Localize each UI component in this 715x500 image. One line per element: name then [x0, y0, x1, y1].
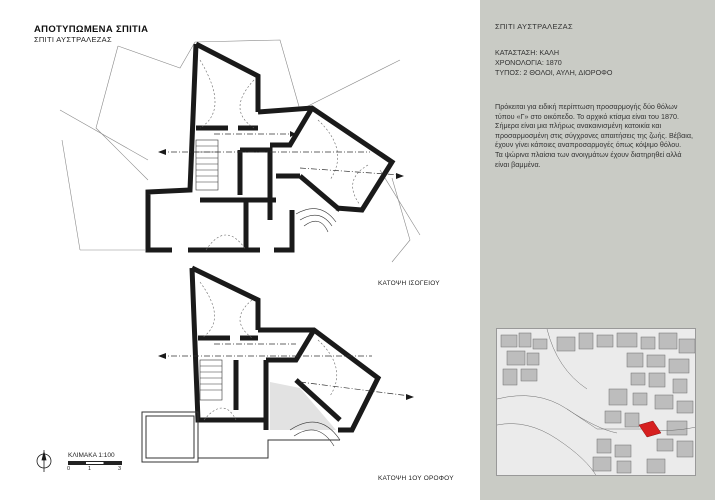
house-info: ΚΑΤΑΣΤΑΣΗ: ΚΑΛΗ ΧΡΟΝΟΛΟΓΙΑ: 1870 ΤΥΠΟΣ: … [495, 48, 613, 78]
scale-label: ΚΛΙΜΑΚΑ 1:100 [68, 452, 115, 459]
scale-tick-1: 1 [88, 466, 92, 472]
ground-vault-arcs [199, 59, 369, 251]
ground-stairs [195, 139, 337, 233]
location-map-drawing [497, 329, 695, 475]
scale-tick-3: 3 [118, 466, 122, 472]
description: Πρόκειται για ειδική περίπτωση προσαρμογ… [495, 102, 695, 169]
ground-section-lines [160, 133, 401, 176]
panel-heading: ΣΠΙΤΙ ΑΥΣΤΡΑΛΕΖΑΣ [495, 22, 573, 31]
first-vault-arcs [199, 281, 337, 421]
first-floor-caption: ΚΑΤΟΨΗ 1ΟΥ ΟΡΟΦΟΥ [378, 475, 454, 482]
status-line: ΚΑΤΑΣΤΑΣΗ: ΚΑΛΗ [495, 48, 560, 57]
scale-tick-0: 0 [67, 466, 71, 472]
first-floor-plan [189, 265, 382, 433]
ground-floor-caption: ΚΑΤΟΨΗ ΙΣΟΓΕΙΟΥ [378, 280, 440, 287]
page-title: ΑΠΟΤΥΠΩΜΕΝΑ ΣΠΙΤΙΑ [34, 24, 149, 35]
page-subtitle: ΣΠΙΤΙ ΑΥΣΤΡΑΛΕΖΑΣ [34, 35, 112, 44]
ground-floor-plan [145, 41, 396, 253]
date-line: ΧΡΟΝΟΛΟΓΙΑ: 1870 [495, 58, 562, 67]
site-highlight [638, 420, 662, 438]
first-stairs [199, 359, 341, 447]
description-paragraph-2: Σήμερα είναι μια πλήρως ανακαινισμένη κα… [495, 121, 694, 150]
section-markers [158, 131, 404, 179]
first-section-markers [158, 353, 414, 400]
site-context-lines [59, 39, 421, 263]
type-line: ΤΥΠΟΣ: 2 ΘΟΛΟΙ, ΑΥΛΗ, ΔΙΟΡΟΦΟ [495, 68, 613, 77]
floor-plans-drawing [36, 39, 421, 472]
description-paragraph-1: Πρόκειται για ειδική περίπτωση προσαρμογ… [495, 102, 679, 121]
north-arrow-icon [36, 450, 52, 472]
description-paragraph-3: Τα ψώρινα πλαίσια των ανοιγμάτων έχουν δ… [495, 149, 682, 169]
first-section-lines [160, 343, 411, 397]
first-floor-terrace [141, 411, 340, 463]
scale-bar [68, 461, 122, 465]
first-floor-shaded-area [270, 382, 336, 430]
location-map [496, 328, 696, 476]
